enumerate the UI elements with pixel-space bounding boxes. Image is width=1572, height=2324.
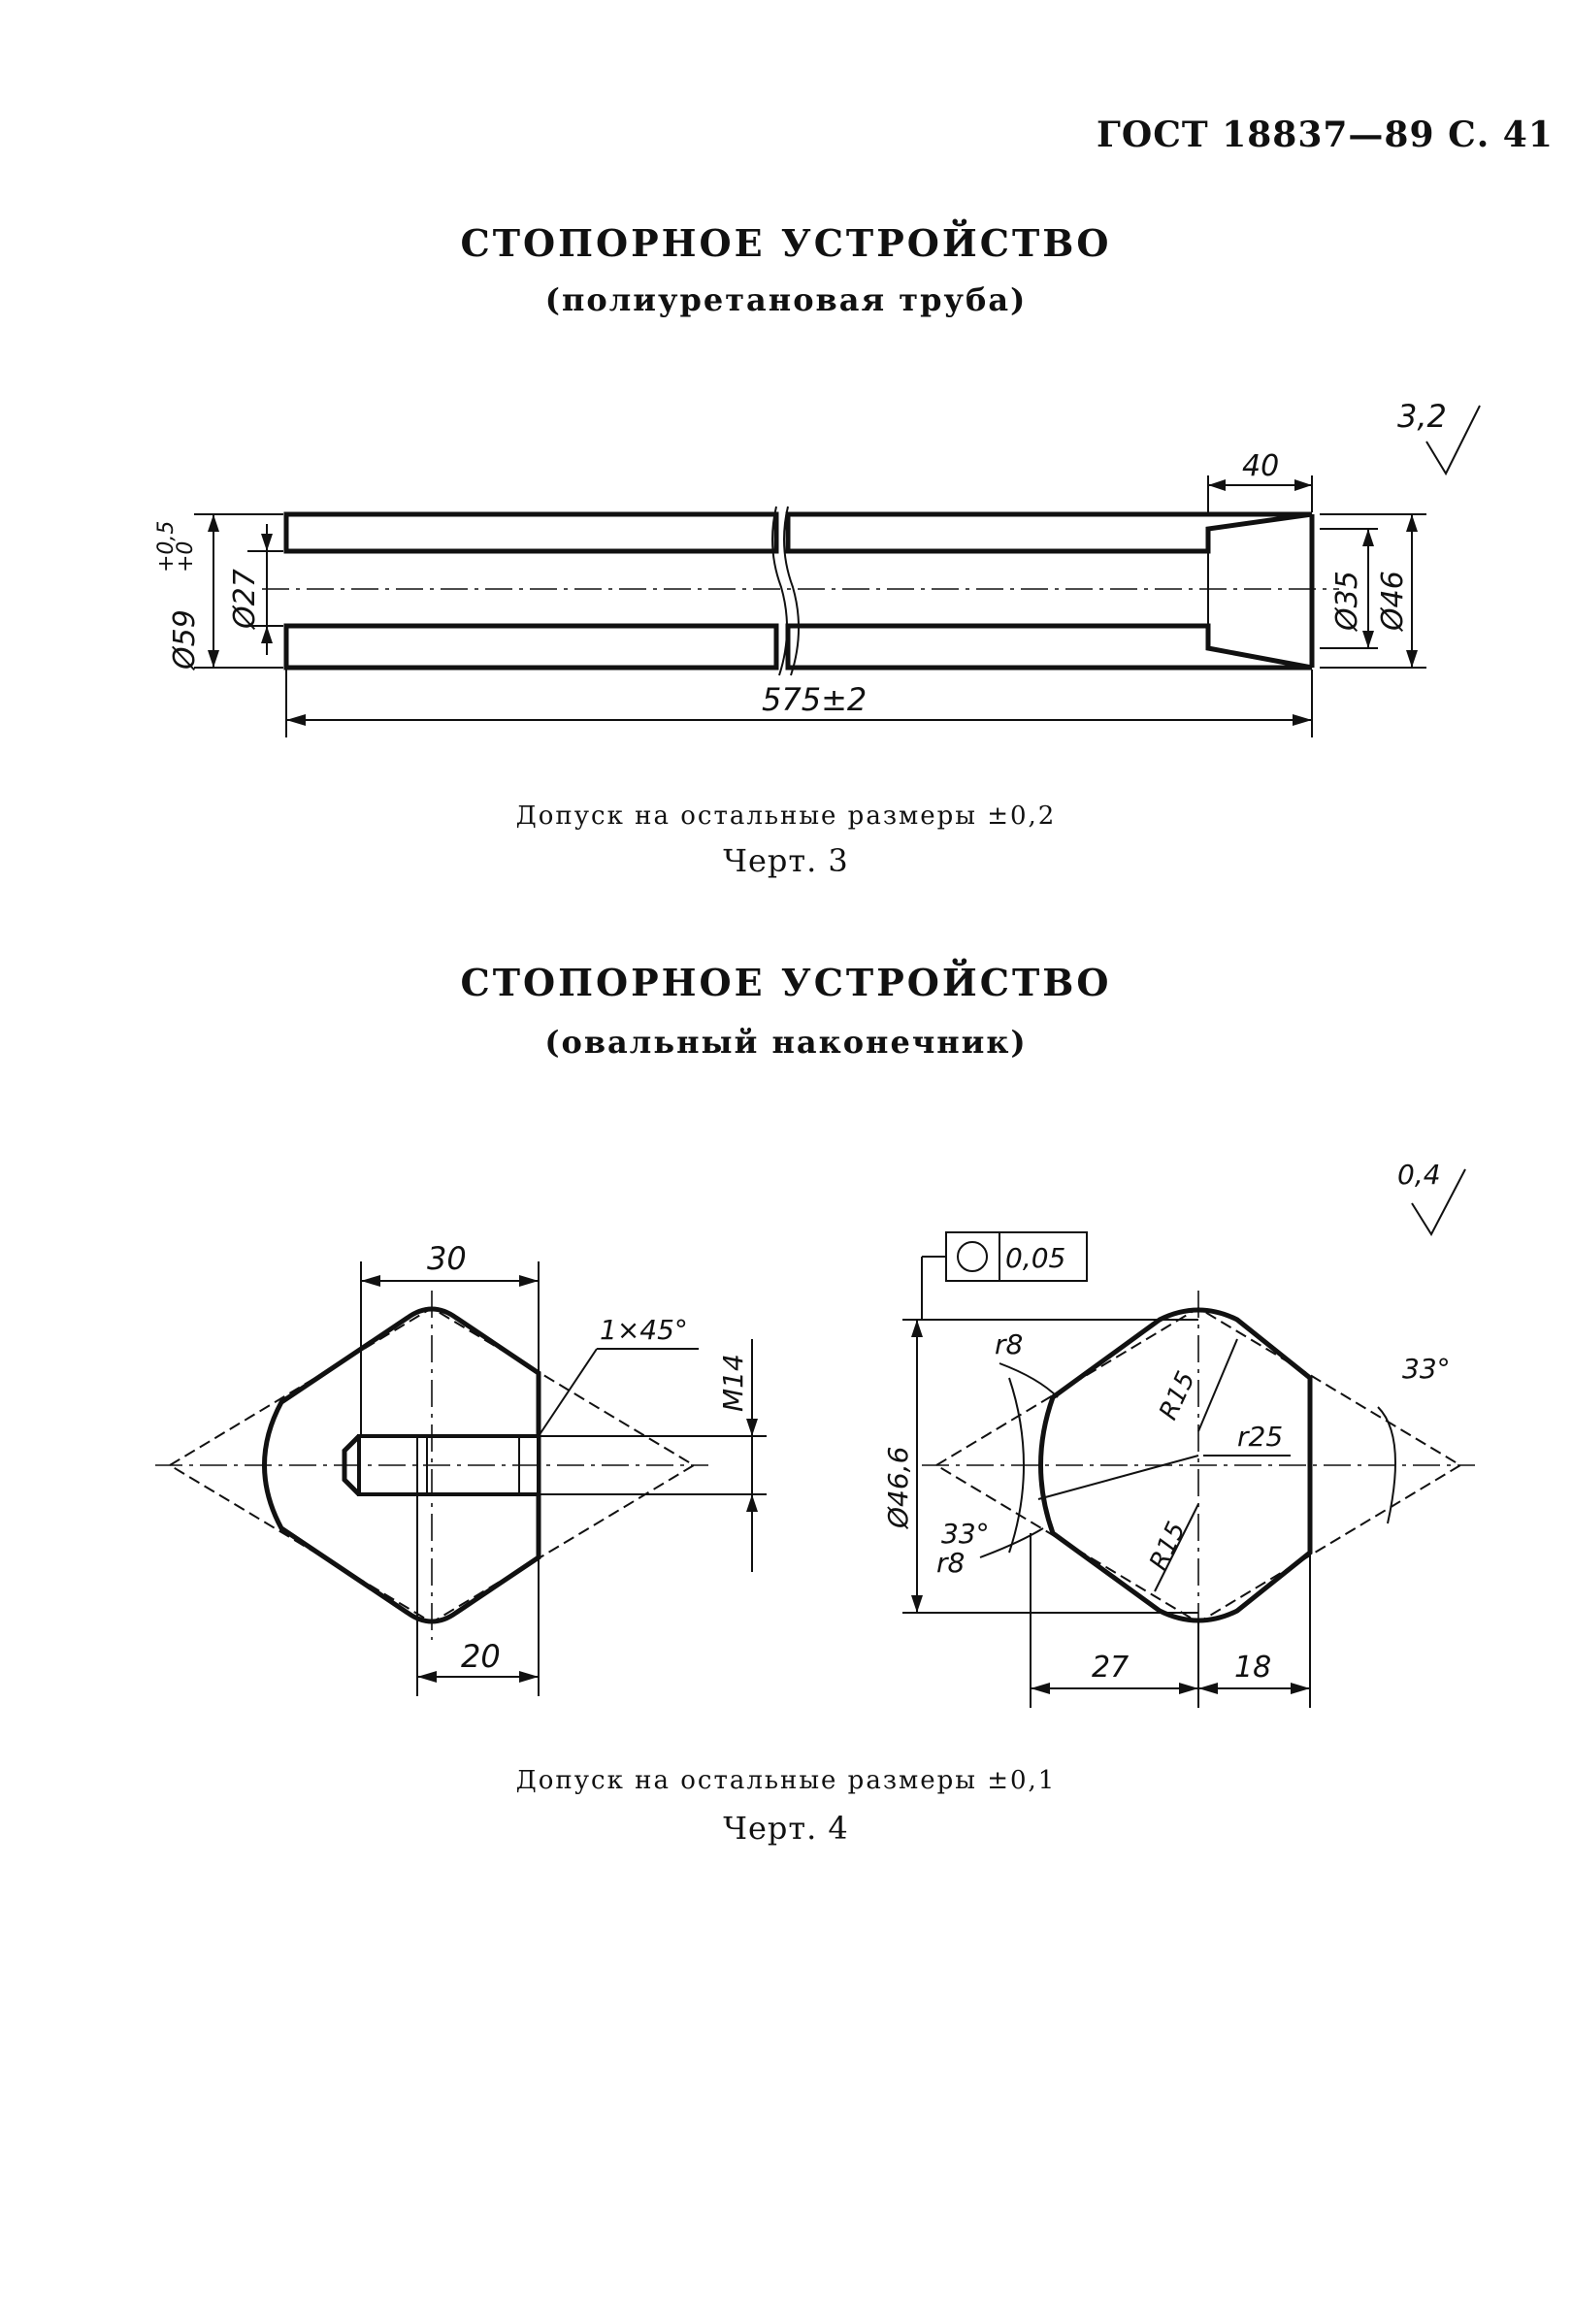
section1-note: Допуск на остальные размеры ±0,2 — [515, 802, 1057, 831]
diameter-label: Ø46,6 — [882, 1447, 914, 1529]
tolerance-value: 0,05 — [1005, 1242, 1065, 1274]
r15-top-label: R15 — [1154, 1367, 1201, 1424]
r25-label: r25 — [1237, 1421, 1283, 1453]
tol-lower-label: +0 — [174, 541, 198, 573]
roughness-icon — [1425, 405, 1481, 476]
length-label: 575±2 — [762, 681, 867, 718]
bore2-label: Ø46 — [1376, 571, 1410, 633]
drawing-tube: 3,2 Ø59 +0,5 +0 Ø27 40 Ø35 Ø46 57 — [154, 398, 1481, 737]
section2-caption: Черт. 4 — [723, 1810, 849, 1847]
left-bottom-dim: 20 — [461, 1638, 501, 1675]
roughness-value-2: 0,4 — [1397, 1159, 1441, 1191]
roughness-value-1: 3,2 — [1397, 398, 1447, 435]
bottom-left-dim: 27 — [1092, 1651, 1129, 1685]
drawing-tip: 0,4 30 1×45° M14 20 0,05 Ø46,6 r8 — [155, 1159, 1475, 1708]
section1-subtitle: (полиуретановая труба) — [544, 281, 1028, 318]
roughness-icon-2 — [1411, 1168, 1466, 1237]
angle-right-label: 33° — [1402, 1353, 1451, 1385]
chamfer-label: 1×45° — [600, 1314, 688, 1346]
left-top-dim: 30 — [427, 1240, 467, 1277]
roundness-icon — [957, 1241, 988, 1272]
section2-note: Допуск на остальные размеры ±0,1 — [515, 1766, 1057, 1795]
section1-title: СТОПОРНОЕ УСТРОЙСТВО — [460, 221, 1112, 265]
end-length-label: 40 — [1242, 449, 1279, 483]
bottom-right-dim: 18 — [1234, 1651, 1271, 1685]
section2-title: СТОПОРНОЕ УСТРОЙСТВО — [460, 961, 1112, 1004]
outer-diameter-label: Ø59 — [168, 609, 202, 671]
section1-caption: Черт. 3 — [723, 842, 849, 879]
bore1-label: Ø35 — [1330, 571, 1364, 633]
tolerance-frame — [945, 1231, 1000, 1282]
thread-label: M14 — [717, 1354, 749, 1412]
inner-diameter-label: Ø27 — [228, 569, 262, 631]
section2-subtitle: (овальный наконечник) — [544, 1024, 1028, 1061]
page-header: ГОСТ 18837—89 С. 41 — [1097, 115, 1554, 155]
angle-left-label: 33° — [941, 1518, 990, 1550]
r8-top-label: r8 — [995, 1328, 1023, 1360]
tol-upper-label: +0,5 — [154, 521, 179, 573]
r8-bottom-label: r8 — [936, 1547, 965, 1579]
